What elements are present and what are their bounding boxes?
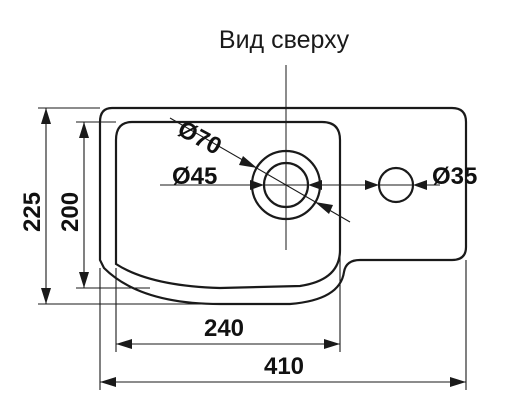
width-240-arrow-right [324,339,340,349]
tap-dim-arrow-left [365,180,379,190]
depth-225-arrow-top [41,108,51,124]
overall-depth-label: 225 [19,192,46,232]
tap-dim-arrow-right [413,180,427,190]
bowl-dim-arrow-lower [315,202,333,214]
tap-hole-diameter-label: Ø35 [432,163,477,190]
bowl-depth-label: 200 [57,192,84,232]
width-410-arrow-right [450,377,466,387]
drain-dim-arrow-right [308,180,322,190]
bowl-width-label: 240 [204,315,244,342]
bowl-dim-arrow-upper [239,156,257,168]
width-240-arrow-left [116,339,132,349]
drain-diameter-label: Ø45 [172,163,217,190]
drain-dim-arrow-left [250,180,264,190]
overall-width-label: 410 [264,353,304,380]
depth-225-arrow-bottom [41,288,51,304]
view-title: Вид сверху [219,26,350,54]
sink-bowl-outline [114,120,342,290]
sink-outer-outline [98,106,468,306]
depth-200-arrow-bottom [79,272,89,288]
depth-200-arrow-top [79,122,89,138]
width-410-arrow-left [100,377,116,387]
